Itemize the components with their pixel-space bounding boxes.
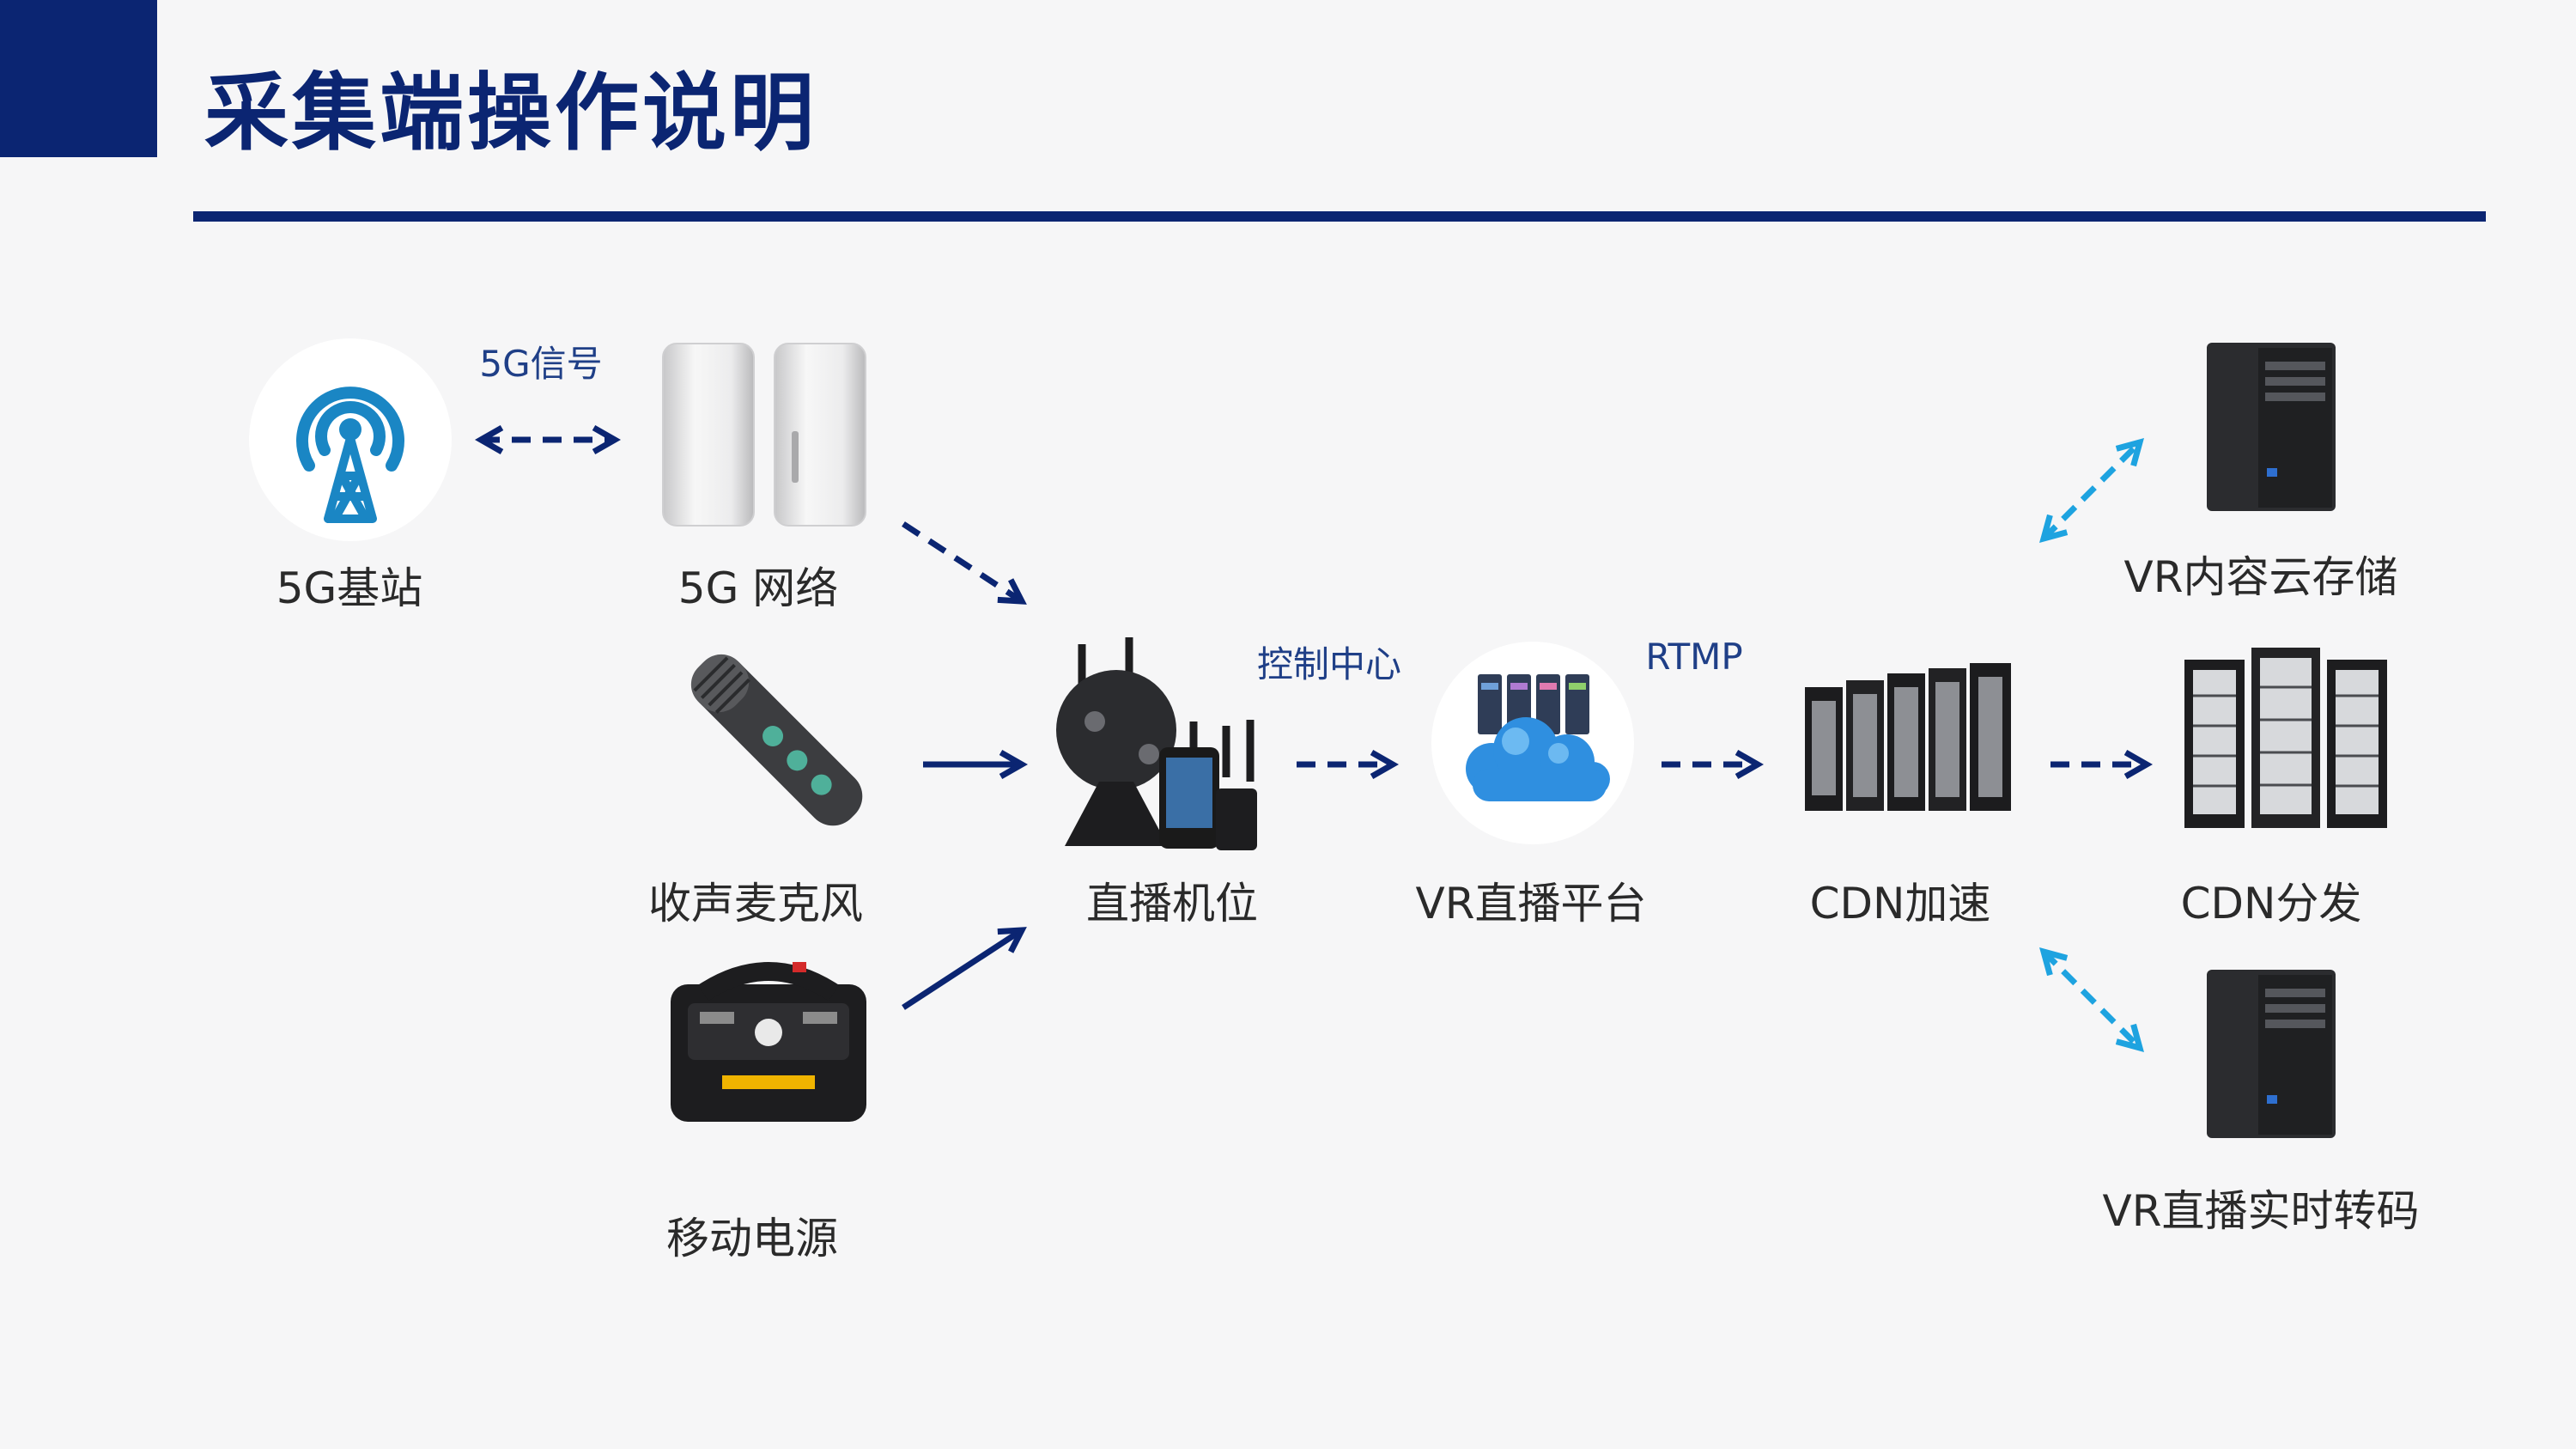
- server-rack-icon: [1805, 663, 2011, 811]
- label-microphone: 收声麦克风: [648, 879, 863, 928]
- edge-label-control: 控制中心: [1256, 643, 1402, 685]
- arrow-storage: [2039, 438, 2144, 543]
- arrow-network-camera: [902, 521, 1027, 605]
- power-station-icon: [671, 962, 866, 1122]
- storage-server-icon: [2207, 343, 2336, 511]
- transcode-server-icon: [2207, 970, 2336, 1138]
- page-title: 采集端操作说明: [204, 64, 818, 162]
- label-transcode: VR直播实时转码: [2102, 1186, 2420, 1236]
- arrow-power-camera: [902, 927, 1027, 1010]
- label-base-station: 5G基站: [276, 563, 423, 613]
- label-network: 5G 网络: [677, 563, 839, 613]
- edge-label-signal: 5G信号: [479, 343, 603, 385]
- label-storage: VR内容云存储: [2123, 552, 2398, 602]
- label-power: 移动电源: [666, 1214, 838, 1263]
- cloud-platform-icon: [1431, 642, 1634, 844]
- microphone-icon: [690, 654, 863, 826]
- label-cdn-dist: CDN分发: [2180, 879, 2362, 928]
- label-platform: VR直播平台: [1415, 879, 1647, 928]
- title-divider: [193, 211, 2486, 222]
- 5g-router-icon: [662, 343, 866, 527]
- corner-block: [0, 0, 157, 157]
- edge-label-rtmp: RTMP: [1645, 636, 1743, 678]
- cell-tower-icon: [249, 338, 452, 541]
- label-camera: 直播机位: [1086, 879, 1258, 928]
- server-cluster-icon: [2184, 648, 2387, 828]
- vr-camera-icon: [1056, 637, 1257, 850]
- arrow-transcode: [2039, 947, 2144, 1052]
- label-cdn-accel: CDN加速: [1809, 879, 1991, 928]
